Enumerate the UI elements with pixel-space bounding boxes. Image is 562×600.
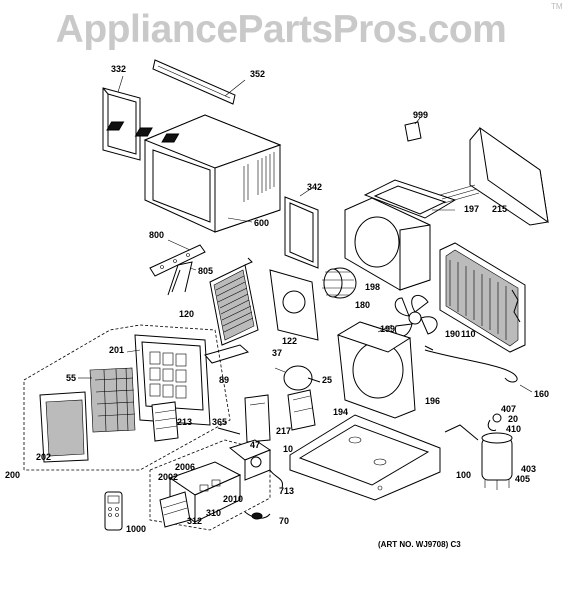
label-180: 180 bbox=[355, 300, 370, 310]
part-89-drain[interactable] bbox=[204, 344, 250, 364]
watermark: AppliancePartsPros.com bbox=[55, 8, 507, 51]
label-194: 194 bbox=[333, 407, 348, 417]
label-217: 217 bbox=[276, 426, 291, 436]
label-805: 805 bbox=[198, 266, 213, 276]
part-1000-remote[interactable] bbox=[104, 491, 123, 531]
part-805-support[interactable] bbox=[167, 261, 193, 296]
label-198: 198 bbox=[365, 282, 380, 292]
part-47-box[interactable] bbox=[228, 439, 272, 481]
part-312-faceplate[interactable] bbox=[159, 491, 191, 528]
art-number: (ART NO. WJ9708) C3 bbox=[378, 540, 461, 549]
label-310: 310 bbox=[206, 508, 221, 518]
part-202-grille[interactable] bbox=[39, 391, 89, 463]
part-194-mount[interactable] bbox=[287, 389, 316, 431]
part-196-housing[interactable] bbox=[336, 321, 416, 419]
part-120-evaporator[interactable] bbox=[209, 257, 259, 346]
label-365: 365 bbox=[212, 417, 227, 427]
group-200-outline bbox=[23, 324, 231, 471]
trademark-mark: TM bbox=[551, 2, 562, 11]
label-20: 20 bbox=[508, 414, 518, 424]
label-600: 600 bbox=[254, 218, 269, 228]
part-122-orifice[interactable] bbox=[269, 269, 319, 341]
label-25: 25 bbox=[322, 375, 332, 385]
label-70: 70 bbox=[279, 516, 289, 526]
label-1000: 1000 bbox=[126, 524, 146, 534]
label-110: 110 bbox=[461, 329, 476, 339]
label-2006: 2006 bbox=[175, 462, 195, 472]
label-47: 47 bbox=[250, 440, 260, 450]
label-199: 199 bbox=[380, 324, 395, 334]
label-122: 122 bbox=[282, 336, 297, 346]
part-100-compressor[interactable] bbox=[444, 413, 513, 490]
label-120: 120 bbox=[179, 309, 194, 319]
label-713: 713 bbox=[279, 486, 294, 496]
part-201-frame[interactable] bbox=[134, 334, 211, 426]
part-197-duct[interactable] bbox=[363, 179, 480, 219]
label-352: 352 bbox=[250, 69, 265, 79]
part-180-blower-wheel[interactable] bbox=[322, 267, 357, 299]
label-999: 999 bbox=[413, 110, 428, 120]
label-190: 190 bbox=[445, 329, 460, 339]
part-352-rail[interactable] bbox=[152, 59, 236, 105]
label-201: 201 bbox=[109, 345, 124, 355]
part-217-bracket[interactable] bbox=[244, 394, 271, 443]
part-215-partition[interactable] bbox=[469, 126, 549, 226]
label-332: 332 bbox=[111, 64, 126, 74]
part-70-cord[interactable] bbox=[244, 511, 271, 520]
label-213: 213 bbox=[177, 417, 192, 427]
label-100: 100 bbox=[456, 470, 471, 480]
label-89: 89 bbox=[219, 375, 229, 385]
part-365-harness[interactable] bbox=[217, 427, 241, 435]
label-407: 407 bbox=[501, 404, 516, 414]
label-410: 410 bbox=[506, 424, 521, 434]
part-160-tube[interactable] bbox=[424, 345, 518, 383]
part-600-cabinet[interactable] bbox=[106, 114, 282, 233]
label-160: 160 bbox=[534, 389, 549, 399]
label-215: 215 bbox=[492, 204, 507, 214]
group-control-outline bbox=[149, 439, 271, 531]
part-110-condenser[interactable] bbox=[439, 242, 526, 353]
label-342: 342 bbox=[307, 182, 322, 192]
label-10: 10 bbox=[283, 444, 293, 454]
label-2010: 2010 bbox=[223, 494, 243, 504]
part-999-label[interactable] bbox=[404, 121, 422, 142]
part-198-shroud[interactable] bbox=[344, 197, 431, 291]
part-213-louver[interactable] bbox=[151, 401, 179, 442]
label-405: 405 bbox=[515, 474, 530, 484]
label-197: 197 bbox=[464, 204, 479, 214]
label-55: 55 bbox=[66, 373, 76, 383]
part-base-pan[interactable] bbox=[289, 414, 441, 501]
label-200: 200 bbox=[5, 470, 20, 480]
label-196: 196 bbox=[425, 396, 440, 406]
label-403: 403 bbox=[521, 464, 536, 474]
label-202: 202 bbox=[36, 452, 51, 462]
label-312: 312 bbox=[187, 516, 202, 526]
part-190-fan[interactable] bbox=[394, 294, 438, 337]
part-25-motor[interactable] bbox=[274, 365, 321, 391]
part-55-filter[interactable] bbox=[89, 367, 136, 433]
part-713-switch[interactable] bbox=[269, 469, 284, 489]
part-342-side-curtain[interactable] bbox=[284, 196, 319, 269]
label-37: 37 bbox=[272, 348, 282, 358]
label-2002: 2002 bbox=[158, 472, 178, 482]
part-800-bracket[interactable] bbox=[149, 244, 206, 277]
label-800: 800 bbox=[149, 230, 164, 240]
